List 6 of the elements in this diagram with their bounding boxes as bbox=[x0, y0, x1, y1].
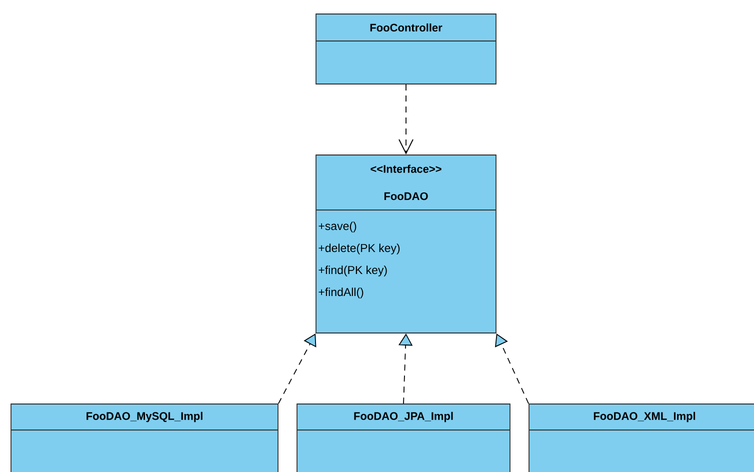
class-box: FooDAO_XML_Impl bbox=[528, 404, 754, 472]
class-box: FooDAO_MySQL_Impl bbox=[10, 404, 278, 472]
class-box: FooDAO_JPA_Impl bbox=[296, 404, 510, 472]
arrow bbox=[398, 84, 414, 155]
class-box: <<Interface>> FooDAO +save() +delete(PK key) +find(PK key) +findAll() bbox=[316, 154, 496, 334]
class-box: FooController bbox=[316, 14, 496, 84]
